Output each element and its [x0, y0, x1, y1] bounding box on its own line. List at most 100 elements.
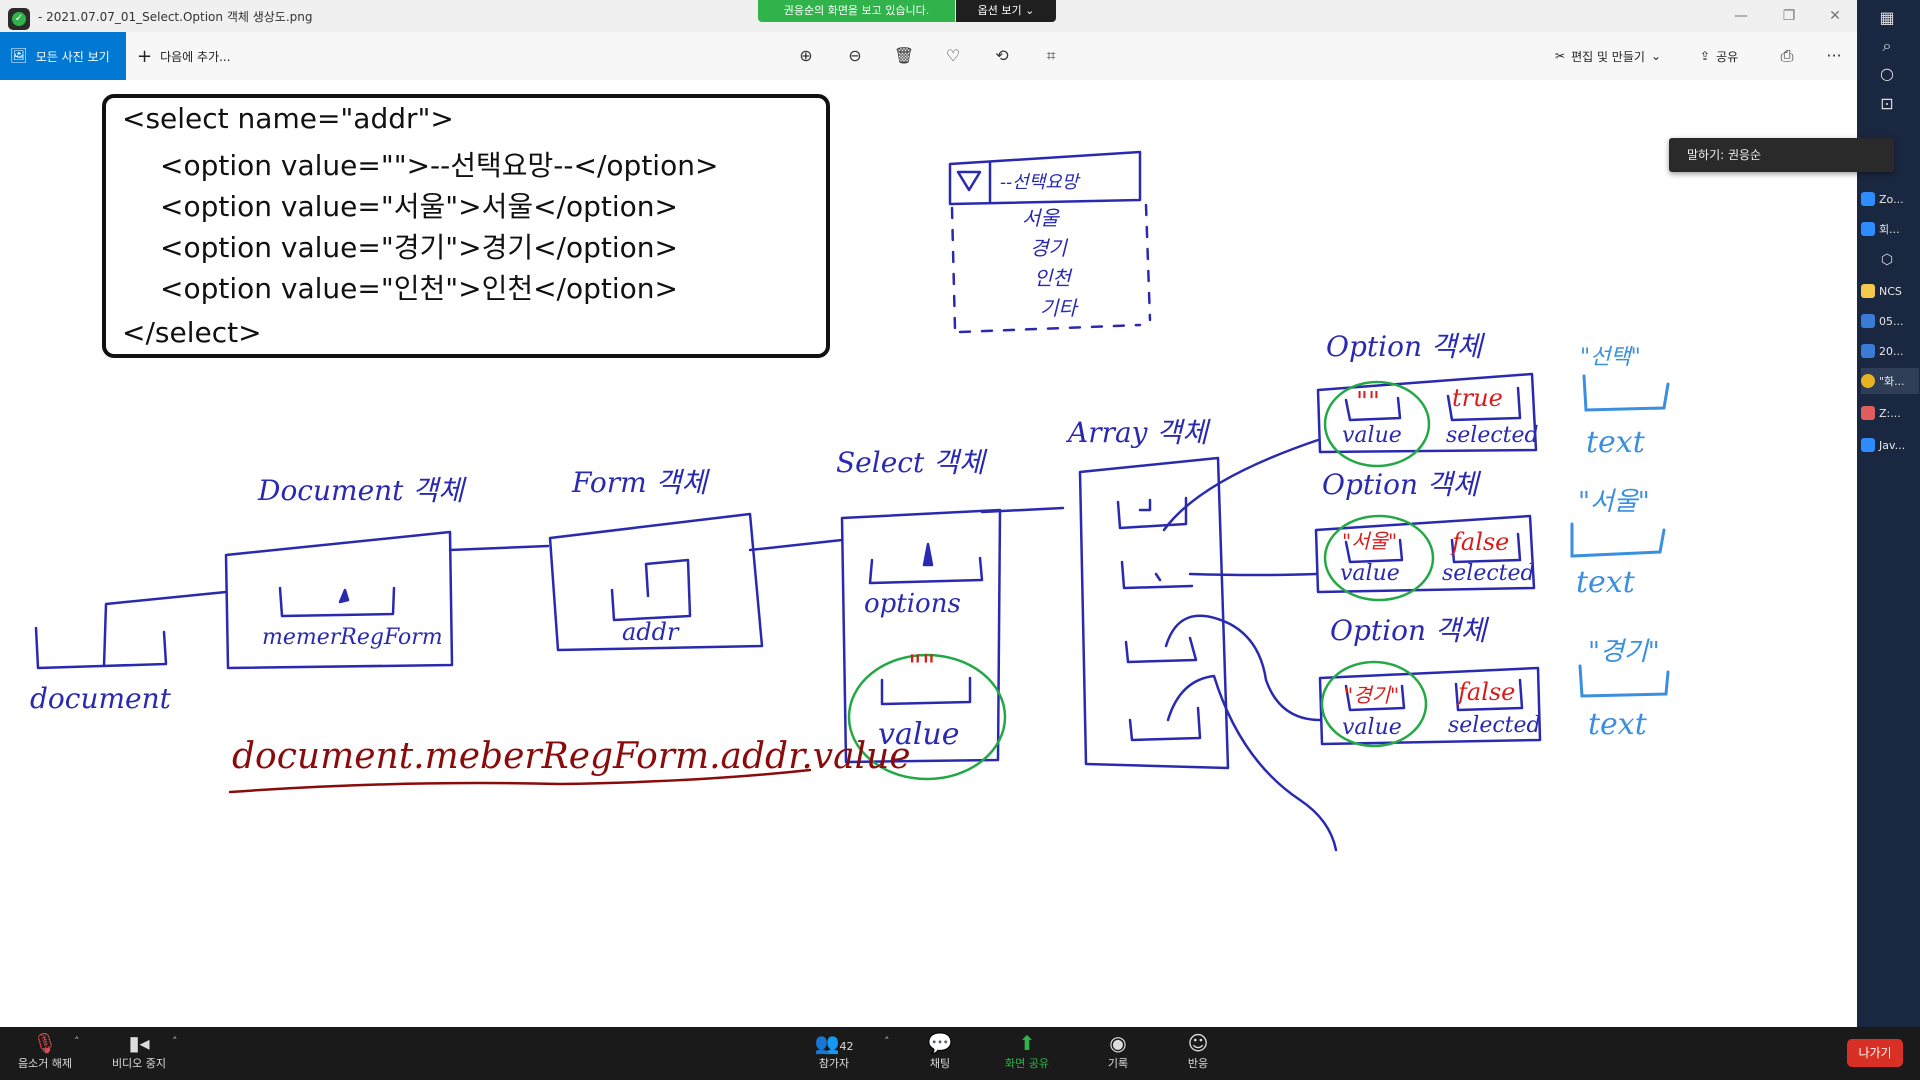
zoom-in-icon[interactable]: ⊕ [799, 46, 813, 65]
zoom-icon [1861, 222, 1875, 236]
panel-item-label: Jav... [1879, 438, 1906, 452]
record-button[interactable]: ◉ 기록 [1098, 1031, 1138, 1077]
reactions-button[interactable]: ☺ 반응 [1176, 1031, 1220, 1077]
unmute-label: 음소거 해제 [17, 1057, 73, 1070]
panel-item[interactable]: 05... [1861, 308, 1919, 334]
code-line: </select> [122, 316, 262, 349]
chevron-up-icon[interactable]: ˄ [884, 1035, 890, 1048]
option-selected-1: true [1452, 384, 1503, 412]
document-object-label: Document 객체 [257, 474, 467, 507]
photo-toolbar: 🖼 모든 사진 보기 + 다음에 추가... ⊕ ⊖ 🗑 ♡ ⟲ ⌗ ✂ 편집 … [0, 32, 1857, 80]
circle-icon[interactable]: ○ [1880, 64, 1894, 83]
panel-item[interactable]: 회... [1861, 216, 1919, 242]
dropdown-header-text: --선택요망 [1000, 172, 1081, 193]
chevron-up-icon[interactable]: ˄ [172, 1035, 178, 1048]
handwritten-diagram: --선택요망 서울 경기 인천 기타 Document 객체 Form 객체 S… [30, 150, 1670, 852]
panel-item[interactable]: Z:... [1861, 400, 1919, 426]
close-button[interactable]: ✕ [1829, 8, 1841, 24]
panel-item[interactable]: "화... [1861, 368, 1919, 394]
panel-item-label: 20... [1879, 344, 1904, 358]
code-line: <option value="서울">서울</option> [160, 190, 678, 223]
dropdown-list-outline [950, 203, 1152, 334]
photos-icon: 🖼 [10, 48, 28, 64]
all-photos-button[interactable]: 🖼 모든 사진 보기 [0, 32, 126, 80]
print-icon[interactable]: ⎙ [1780, 46, 1794, 65]
emoji-icon: ☺ [1187, 1031, 1209, 1055]
search-icon[interactable]: ⌕ [1882, 36, 1892, 55]
option-value-1: "" [1356, 387, 1380, 417]
mic-muted-icon: 🎙 [32, 1031, 58, 1055]
stop-video-button[interactable]: ▮◂ 비디오 중지 [104, 1031, 174, 1077]
panel-item-label: Zo... [1879, 192, 1904, 206]
zoom-icon [1861, 192, 1875, 206]
text-label: text [1586, 425, 1646, 460]
favorite-icon[interactable]: ♡ [945, 46, 961, 65]
chevron-up-icon[interactable]: ˄ [74, 1035, 80, 1048]
value-highlight-2 [1323, 514, 1435, 602]
panel-item[interactable]: Jav... [1861, 432, 1919, 458]
participants-button[interactable]: 👥42 참가자 [806, 1031, 862, 1077]
code-line: <option value="">--선택요망--</option> [160, 149, 719, 182]
add-to-button[interactable]: + 다음에 추가... [137, 32, 231, 80]
cube-icon[interactable]: ⬡ [1880, 252, 1894, 268]
video-camera-icon: ▮◂ [128, 1031, 150, 1055]
panel-item[interactable]: NCS [1861, 278, 1919, 304]
dropdown-item: 경기 [1030, 236, 1068, 260]
option-selected-2: false [1450, 528, 1509, 556]
panel-item[interactable]: Zo... [1861, 186, 1919, 212]
crop-icon[interactable]: ⌗ [1046, 46, 1056, 65]
participants-icon: 👥42 [814, 1031, 854, 1055]
dropdown-item: 서울 [1022, 206, 1060, 230]
addr-label: addr [622, 618, 680, 646]
rotate-icon[interactable]: ⟲ [995, 46, 1009, 65]
restore-button[interactable]: ❐ [1782, 8, 1796, 24]
share-icon: ⇪ [1700, 49, 1711, 63]
chat-button[interactable]: 💬 채팅 [920, 1031, 960, 1077]
dropdown-header-shape [948, 150, 1142, 206]
window-title: - 2021.07.07_01_Select.Option 객체 생상도.png [38, 10, 313, 24]
shield-icon: ✓ [12, 12, 26, 26]
window-icon[interactable]: ⊡ [1880, 94, 1894, 113]
dropdown-arrow-icon [956, 170, 982, 192]
text-value-1: "선택" [1580, 345, 1641, 370]
code-line: <option value="경기">경기</option> [160, 231, 678, 264]
more-button[interactable]: ··· [1826, 46, 1842, 65]
array-object-label: Array 객체 [1065, 416, 1211, 449]
unmute-button[interactable]: 🎙 음소거 해제 [10, 1031, 80, 1077]
panel-item-label: 05... [1879, 314, 1904, 328]
form-object-box [548, 512, 764, 652]
minimize-button[interactable]: — [1734, 8, 1748, 24]
select-object-box [840, 508, 1002, 764]
photo-canvas: <select name="addr"> <option value="">--… [0, 80, 1857, 1027]
option-selected-label: selected [1442, 561, 1535, 586]
record-icon: ◉ [1109, 1031, 1127, 1055]
panel-item-label: Z:... [1879, 406, 1901, 420]
reactions-label: 반응 [1187, 1057, 1209, 1070]
apps-icon[interactable]: ▦ [1879, 8, 1895, 27]
chrome-icon [1861, 374, 1875, 388]
option-object-label: Option 객체 [1326, 330, 1486, 363]
text-value-2: "서울" [1578, 487, 1650, 517]
view-options-button[interactable]: 옵션 보기 ⌄ [956, 0, 1056, 22]
option-value-label: value [1342, 715, 1402, 740]
text-bracket-3 [1578, 664, 1670, 698]
app-icon: ✓ [8, 8, 30, 30]
participants-count: 42 [839, 1040, 854, 1053]
option-object-box-2 [1314, 514, 1536, 594]
option-selected-label: selected [1448, 713, 1541, 738]
delete-icon[interactable]: 🗑 [893, 46, 915, 65]
image-icon [1861, 314, 1875, 328]
select-value-label: value [878, 717, 960, 752]
share-button[interactable]: ⇪ 공유 [1700, 44, 1738, 68]
zoom-control-bar: 🎙 음소거 해제 ˄ ▮◂ 비디오 중지 ˄ 👥42 참가자 ˄ 💬 채팅 ⬆ … [0, 1027, 1920, 1080]
share-screen-button[interactable]: ⬆ 화면 공유 [996, 1031, 1058, 1077]
option-value-label: value [1342, 423, 1402, 448]
array-object-box [1078, 456, 1230, 770]
leave-button[interactable]: 나가기 [1847, 1039, 1903, 1067]
panel-item-label: 회... [1879, 223, 1900, 236]
text-label: text [1576, 565, 1636, 600]
panel-item[interactable]: 20... [1861, 338, 1919, 364]
zoom-out-icon[interactable]: ⊖ [848, 46, 862, 65]
edit-create-button[interactable]: ✂ 편집 및 만들기 ⌄ [1555, 44, 1661, 68]
share-label: 공유 [1716, 49, 1739, 64]
